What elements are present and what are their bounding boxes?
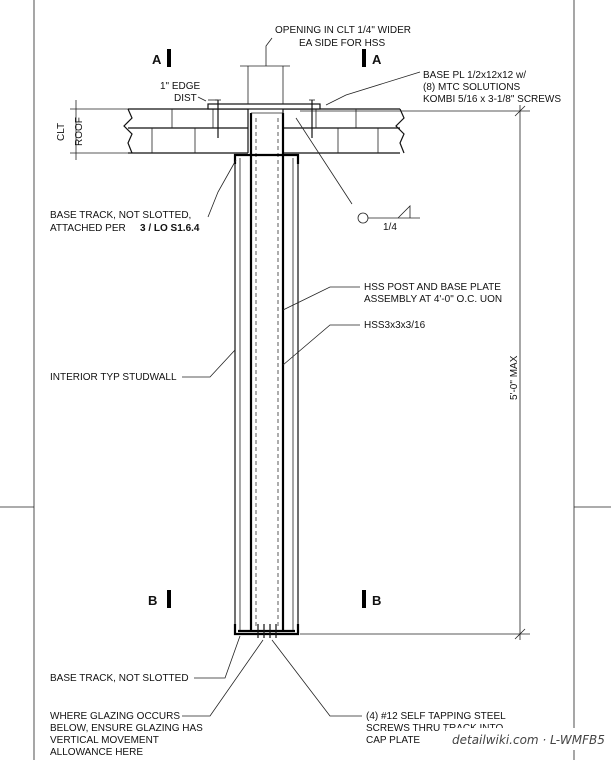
section-mark-b-left: B <box>148 593 157 608</box>
studwall-note: INTERIOR TYP STUDWALL <box>50 372 177 383</box>
height-dimension-label: 5'-0" MAX <box>509 355 520 400</box>
section-mark-b-right: B <box>372 593 381 608</box>
leaders <box>182 71 421 717</box>
glazing-note-line4: ALLOWANCE HERE <box>50 747 143 758</box>
screws-note-line2: SCREWS THRU TRACK INTO <box>366 723 503 734</box>
height-dimension <box>300 105 530 640</box>
base-plate-note-line2: (8) MTC SOLUTIONS <box>423 82 521 93</box>
section-mark-a-left: A <box>152 52 162 67</box>
opening-note-line2: EA SIDE FOR HSS <box>299 38 385 49</box>
base-track-top-reference: 3 / LO S1.6.4 <box>140 223 200 234</box>
glazing-note-line2: BELOW, ENSURE GLAZING HAS <box>50 723 203 734</box>
clt-dimension <box>70 100 128 160</box>
base-track-bottom-note: BASE TRACK, NOT SLOTTED <box>50 673 189 684</box>
weld-symbol <box>295 117 420 224</box>
top-base-track <box>233 153 300 164</box>
roof-label: ROOF <box>74 117 85 146</box>
weld-size: 1/4 <box>383 222 397 233</box>
bottom-base-track <box>233 624 300 638</box>
base-plate-note-line1: BASE PL 1/2x12x12 w/ <box>423 70 526 81</box>
hss-post-note-line1: HSS POST AND BASE PLATE <box>364 282 501 293</box>
opening-note-line1: OPENING IN CLT 1/4" WIDER <box>275 25 411 36</box>
base-track-top-line2a: ATTACHED PER <box>50 223 126 234</box>
hss-post <box>249 112 285 631</box>
hss-post-note-line2: ASSEMBLY AT 4'-0" O.C. UON <box>364 294 502 305</box>
hss-size-note: HSS3x3x3/16 <box>364 320 426 331</box>
edge-dist-line2: DIST <box>174 93 197 104</box>
edge-dist-line1: 1" EDGE <box>160 81 201 92</box>
opening-dimension <box>240 37 290 104</box>
section-marks <box>167 49 366 608</box>
base-track-top-line1: BASE TRACK, NOT SLOTTED, <box>50 210 191 221</box>
clt-label: CLT <box>56 123 67 141</box>
base-plate-note-line3: KOMBI 5/16 x 3-1/8" SCREWS <box>423 94 561 105</box>
screws-note-line1: (4) #12 SELF TAPPING STEEL <box>366 711 506 722</box>
interior-studwall <box>234 158 299 631</box>
screws-note-line3: CAP PLATE <box>366 735 420 746</box>
watermark-backing <box>446 728 608 750</box>
section-mark-a-right: A <box>372 52 382 67</box>
base-plate <box>207 99 321 138</box>
glazing-note-line1: WHERE GLAZING OCCURS <box>50 711 180 722</box>
watermark: detailwiki.com · L-WMFB5 <box>452 733 605 747</box>
glazing-note-line3: VERTICAL MOVEMENT <box>50 735 159 746</box>
clt-roof-panel <box>123 108 405 154</box>
